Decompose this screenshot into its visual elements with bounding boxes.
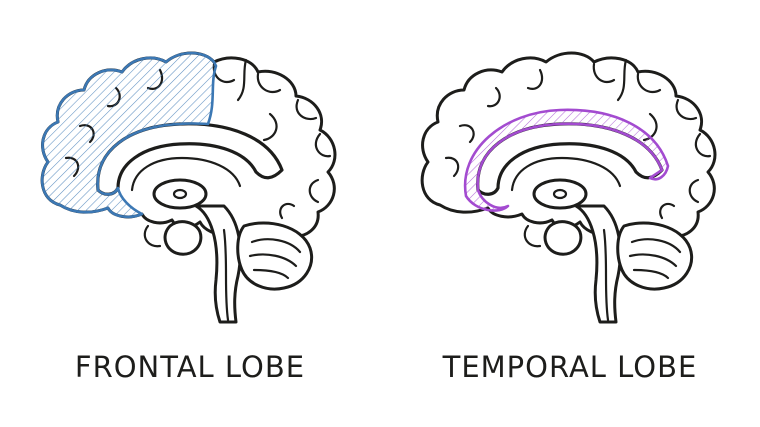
brain-sagittal-icon <box>420 51 717 324</box>
frontal-lobe-highlight <box>40 51 218 219</box>
temporal-lobe-panel: TEMPORAL LOBE <box>380 0 760 427</box>
brain-sagittal-icon <box>40 51 337 324</box>
frontal-lobe-panel: FRONTAL LOBE <box>40 51 337 384</box>
temporal-lobe-label: TEMPORAL LOBE <box>442 350 698 384</box>
frontal-lobe-label: FRONTAL LOBE <box>74 350 306 384</box>
temporal-lobe-highlight <box>463 108 670 212</box>
